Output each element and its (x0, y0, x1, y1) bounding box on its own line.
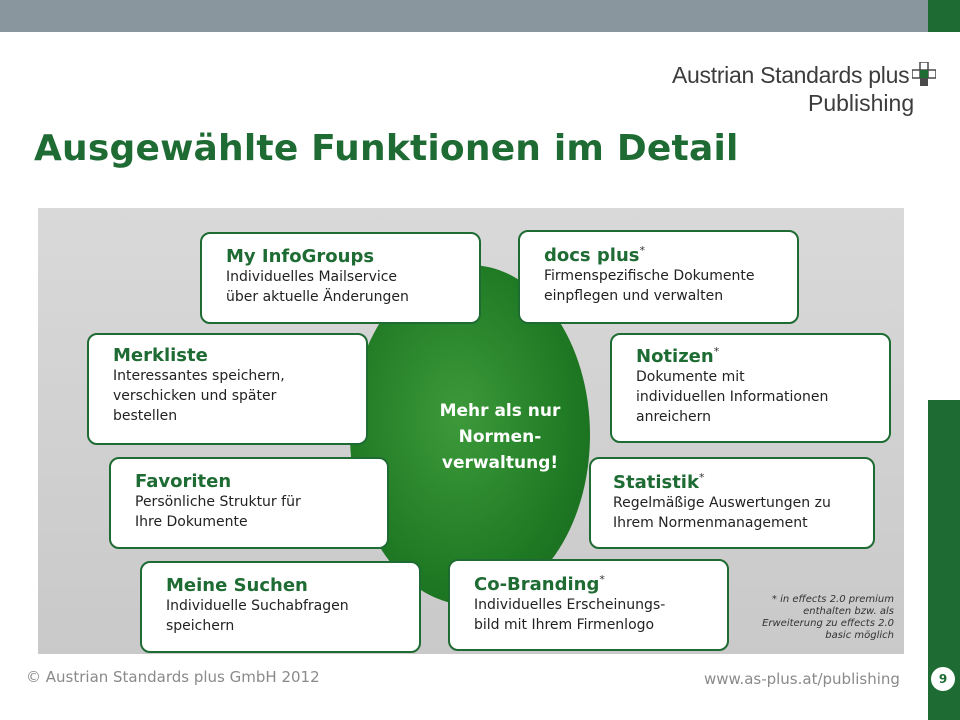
feature-desc-merkliste-3: bestellen (113, 408, 178, 424)
feature-title-docsplus-text: docs plus (544, 245, 640, 266)
feature-title-cobranding: Co-Branding* (474, 573, 727, 595)
feature-desc-favoriten-2: Ihre Dokumente (135, 514, 248, 530)
center-text-line3: verwaltung! (441, 453, 559, 473)
feature-desc-notizen-1: Dokumente mit (636, 369, 745, 385)
feature-box-favoriten: Favoriten Persönliche Struktur für Ihre … (109, 457, 389, 549)
center-text-line2: Normen- (458, 427, 542, 447)
footnote-line-2: enthalten bzw. als (803, 606, 894, 617)
center-text: Mehr als nur Normen- verwaltung! (400, 398, 600, 476)
feature-desc-merkliste-1: Interessantes speichern, (113, 368, 285, 384)
page-number: 9 (931, 667, 955, 691)
premium-footnote: * in effects 2.0 premium enthalten bzw. … (728, 594, 894, 642)
top-bar (0, 0, 928, 32)
feature-desc-docsplus-1: Firmenspezifische Dokumente (544, 268, 755, 284)
feature-title-infogroups: My InfoGroups (226, 246, 375, 267)
feature-desc-infogroups-2: über aktuelle Änderungen (226, 289, 409, 305)
footer-url[interactable]: www.as-plus.at/publishing (704, 670, 900, 688)
feature-box-statistik: Statistik* Regelmäßige Auswertungen zu I… (589, 457, 875, 549)
premium-marker: * (698, 471, 705, 484)
footer-copyright: © Austrian Standards plus GmbH 2012 (26, 668, 320, 686)
feature-desc-statistik-2: Ihrem Normenmanagement (613, 515, 808, 531)
top-right-accent (928, 0, 960, 32)
right-side-bar (928, 400, 960, 720)
feature-title-cobranding-text: Co-Branding (474, 574, 600, 595)
footnote-line-4: basic möglich (825, 630, 894, 641)
premium-marker: * (639, 244, 645, 257)
feature-desc-statistik-1: Regelmäßige Auswertungen zu (613, 495, 831, 511)
feature-title-favoriten: Favoriten (135, 471, 232, 492)
feature-desc-merkliste-2: verschicken und später (113, 388, 277, 404)
logo-text-line2: Publishing (808, 90, 915, 116)
feature-title-suchen: Meine Suchen (166, 575, 308, 596)
feature-desc-notizen-3: anreichern (636, 409, 711, 425)
premium-marker: * (599, 573, 605, 586)
feature-title-notizen-text: Notizen (636, 346, 714, 367)
footnote-line-1: * in effects 2.0 premium (771, 594, 894, 605)
feature-title-notizen: Notizen* (636, 345, 889, 367)
feature-desc-cobranding-2: bild mit Ihrem Firmenlogo (474, 617, 655, 633)
feature-desc-cobranding-1: Individuelles Erscheinungs- (474, 597, 666, 613)
company-logo: Austrian Standards plus Publishing (672, 60, 942, 122)
feature-box-cobranding: Co-Branding* Individuelles Erscheinungs-… (448, 559, 729, 651)
plus-cross-icon (912, 62, 936, 86)
center-text-line1: Mehr als nur (439, 401, 561, 421)
feature-title-statistik-text: Statistik (613, 472, 699, 493)
feature-box-merkliste: Merkliste Interessantes speichern, versc… (87, 333, 368, 445)
feature-box-suchen: Meine Suchen Individuelle Suchabfragen s… (140, 561, 421, 653)
feature-desc-notizen-2: individuellen Informationen (636, 389, 829, 405)
feature-box-docsplus: docs plus* Firmenspezifische Dokumente e… (518, 230, 799, 324)
logo-text-line1: Austrian Standards plus (672, 62, 910, 88)
feature-desc-infogroups-1: Individuelles Mailservice (226, 269, 398, 285)
feature-title-statistik: Statistik* (613, 471, 873, 493)
feature-desc-docsplus-2: einpflegen und verwalten (544, 288, 724, 304)
feature-box-infogroups: My InfoGroups Individuelles Mailservice … (200, 232, 481, 324)
footnote-line-3: Erweiterung zu effects 2.0 (762, 618, 894, 629)
slide-title: Ausgewählte Funktionen im Detail (34, 128, 739, 169)
feature-title-merkliste: Merkliste (113, 345, 208, 366)
feature-desc-suchen-1: Individuelle Suchabfragen (166, 598, 349, 614)
feature-desc-favoriten-1: Persönliche Struktur für (135, 494, 301, 510)
premium-marker: * (713, 345, 720, 358)
feature-desc-suchen-2: speichern (166, 618, 235, 634)
feature-box-notizen: Notizen* Dokumente mit individuellen Inf… (610, 333, 891, 443)
feature-title-docsplus: docs plus* (544, 244, 797, 266)
